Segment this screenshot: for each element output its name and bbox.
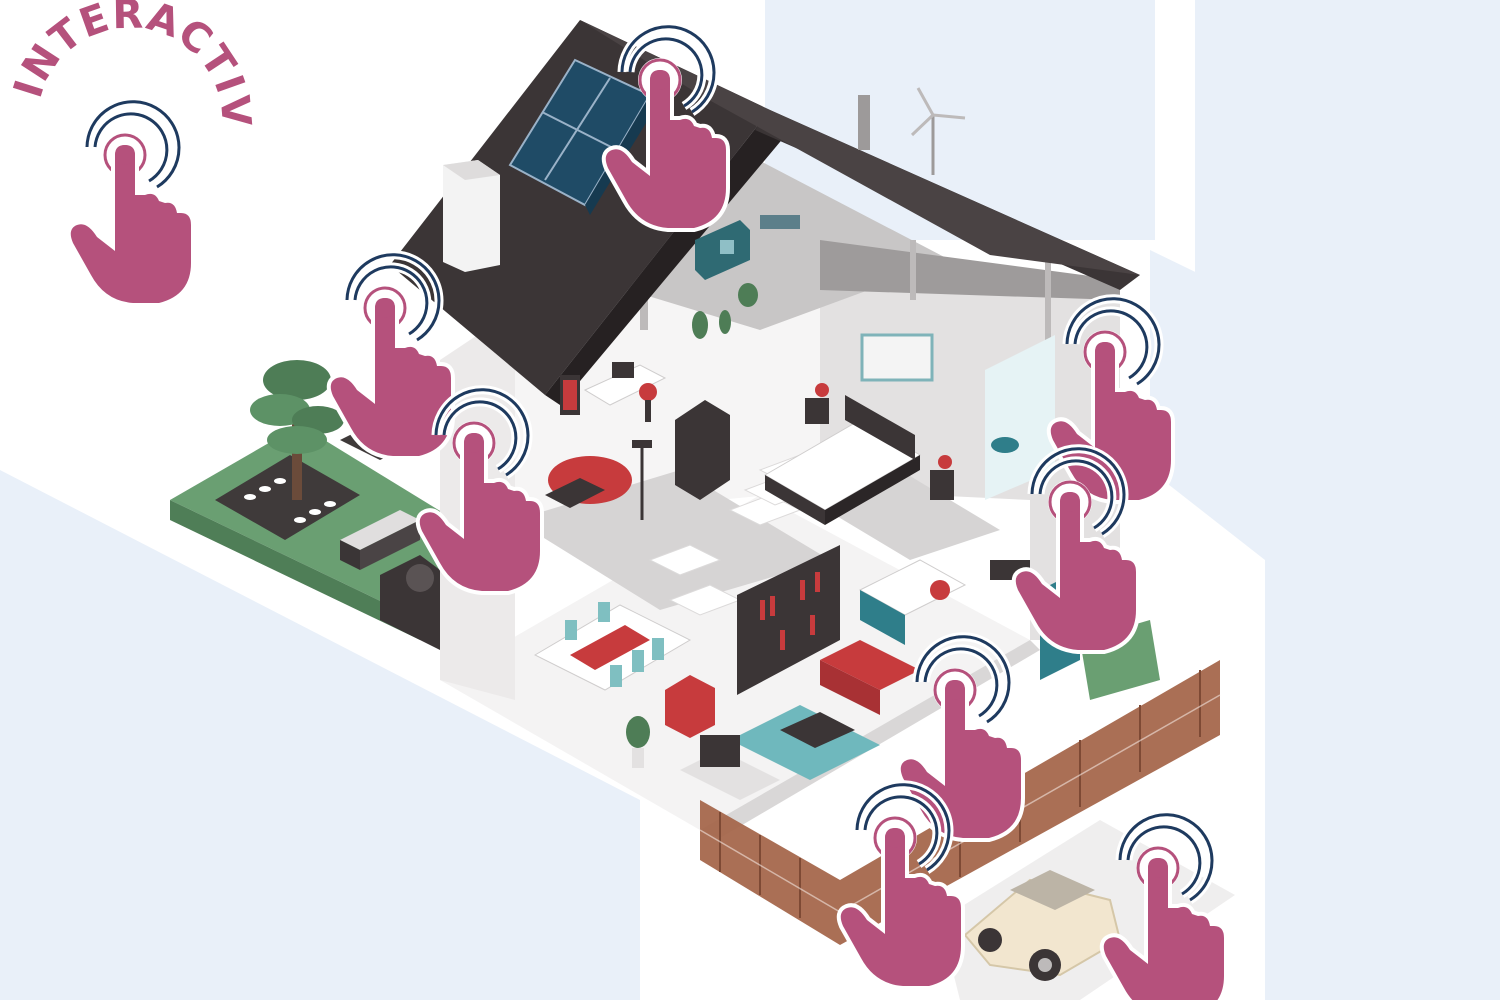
tap-hand-icon xyxy=(71,102,191,303)
dining-table xyxy=(533,602,692,691)
bedroom xyxy=(675,333,954,525)
outdoor-units xyxy=(340,510,440,650)
living-room xyxy=(626,283,920,800)
bookshelf xyxy=(737,545,840,695)
home-office xyxy=(560,362,667,422)
upstairs-dining xyxy=(545,440,652,520)
ventilation-unit xyxy=(695,215,800,280)
garden-fence xyxy=(699,660,1221,945)
electric-car xyxy=(963,870,1122,981)
interactive-badge: INTERACTIVE xyxy=(0,0,258,303)
